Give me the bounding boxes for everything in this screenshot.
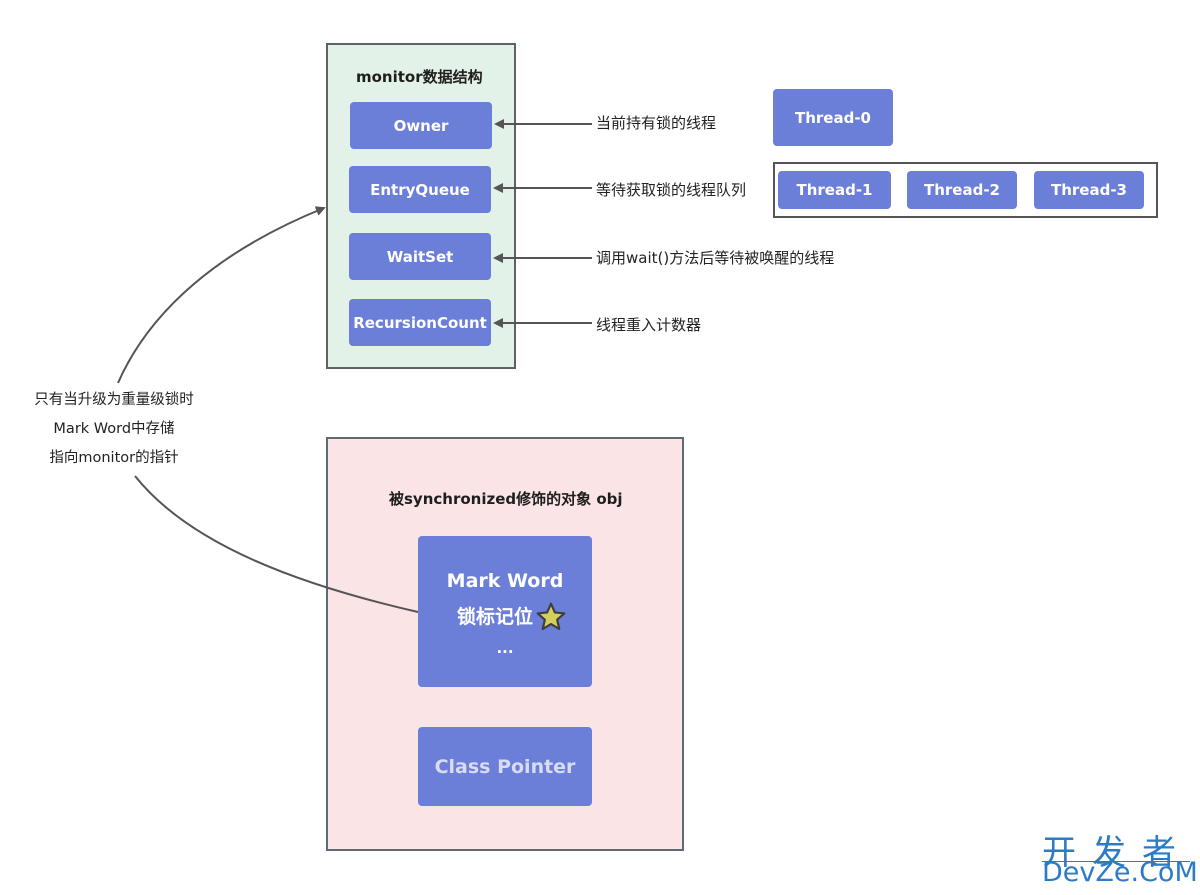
recursion-count-description: 线程重入计数器 [596,316,702,334]
monitor-pointer-arrow [117,206,326,384]
lock-flag-row: 锁标记位 [457,599,567,635]
recursion-count-label: RecursionCount [353,313,487,332]
pointer-note-line: Mark Word中存储 [53,421,175,437]
watermark-divider [1042,861,1190,862]
owner-box: Owner [350,102,492,149]
mark-word-label: Mark Word [446,569,564,592]
mark-word-box: Mark Word 锁标记位 ... [418,536,592,687]
queue-thread-box: Thread-1 [778,171,891,209]
owner-thread-label: Thread-0 [794,108,871,127]
queue-thread-label: Thread-2 [923,181,1000,199]
owner-description: 当前持有锁的线程 [596,114,717,132]
queue-thread-label: Thread-1 [796,181,873,199]
queue-thread-box: Thread-2 [907,171,1017,209]
monitor-title: monitor数据结构 [356,68,483,86]
queue-thread-label: Thread-3 [1050,181,1127,199]
pointer-note-line: 指向monitor的指针 [49,450,179,466]
wait-set-box: WaitSet [349,233,491,280]
entry-queue-label: EntryQueue [370,180,470,199]
owner-thread-box: Thread-0 [773,89,893,146]
wait-set-description: 调用wait()方法后等待被唤醒的线程 [596,249,835,267]
pointer-note: 只有当升级为重量级锁时 Mark Word中存储 指向monitor的指针 [14,386,214,473]
pointer-note-line: 只有当升级为重量级锁时 [34,392,194,408]
mark-word-link [134,475,419,613]
object-title: 被synchronized修饰的对象 obj [389,490,623,508]
queue-thread-box: Thread-3 [1034,171,1144,209]
owner-label: Owner [393,116,449,135]
wait-set-label: WaitSet [386,247,454,266]
watermark-cn: 开发者 [1042,833,1192,873]
entry-queue-box: EntryQueue [349,166,491,213]
watermark-en: DevZe.CoM [1042,857,1198,888]
class-pointer-box: Class Pointer [418,727,592,806]
mark-word-more: ... [496,638,514,657]
recursion-count-box: RecursionCount [349,299,491,346]
class-pointer-label: Class Pointer [434,755,576,778]
star-icon [536,602,566,630]
lock-flag-label: 锁标记位 [456,605,533,628]
entry-queue-description: 等待获取锁的线程队列 [596,181,747,199]
